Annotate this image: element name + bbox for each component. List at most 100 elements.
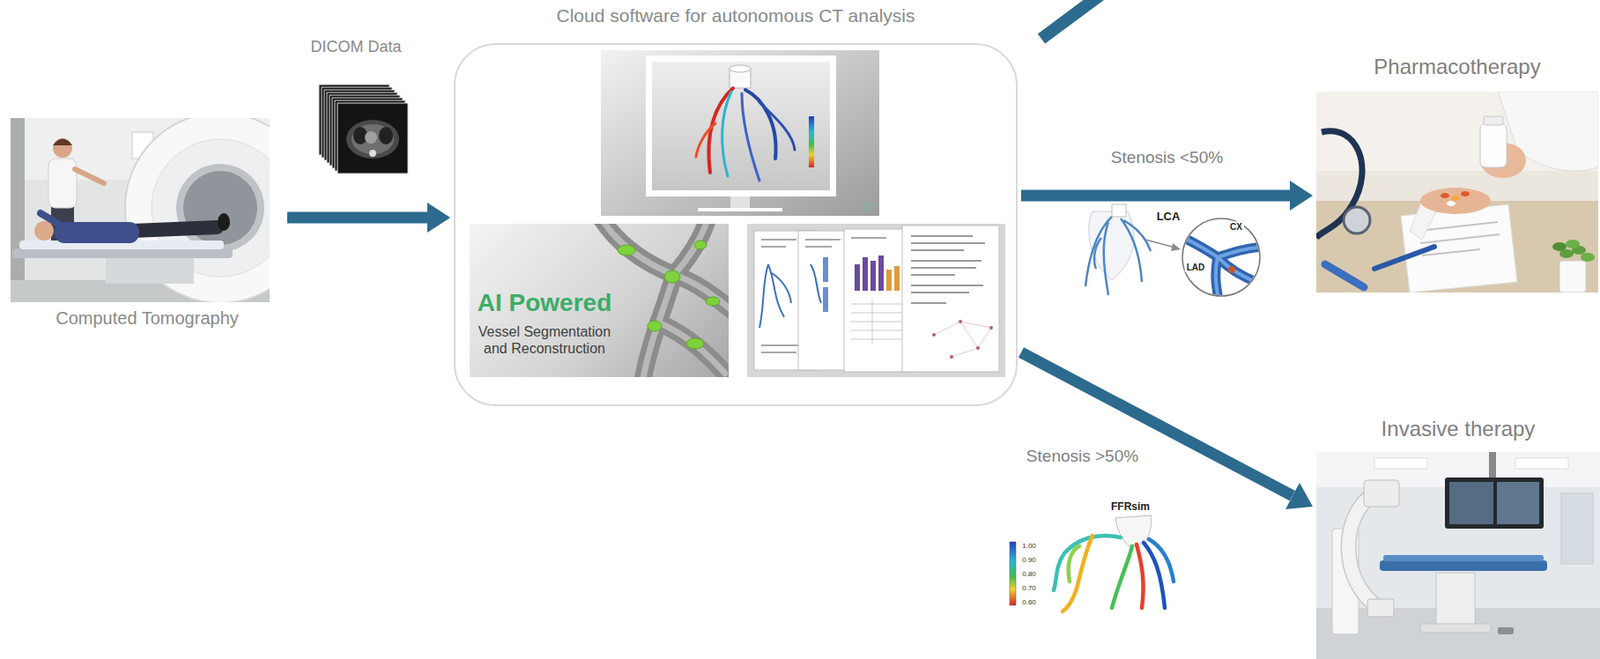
monitor-picture-part-part xyxy=(741,93,760,181)
plaque-mark xyxy=(705,296,720,306)
cath-lab-photo-part xyxy=(1515,458,1569,469)
lca-illustration-part-part xyxy=(1177,234,1264,304)
report-pages-part xyxy=(976,346,980,350)
ffr-illustration-part xyxy=(1115,515,1152,547)
node-heading: Pharmacotherapy xyxy=(1316,54,1599,80)
vessel-shape xyxy=(601,223,675,275)
report-pages-part xyxy=(933,321,992,357)
ffr-illustration-part-part xyxy=(1068,546,1080,582)
monitor-picture-part xyxy=(729,65,751,73)
monitor-picture-part-part xyxy=(708,88,734,173)
cath-lab-photo-part xyxy=(1348,493,1379,608)
cloud-software-box: Cloud software for autonomous CT analysi… xyxy=(453,43,1018,407)
report-pages-part xyxy=(932,333,936,337)
monitor-picture-part-part xyxy=(696,123,716,157)
report-pages-part xyxy=(862,257,868,291)
lca-illustration xyxy=(1085,204,1264,304)
pharmacotherapy-photo-part xyxy=(1460,191,1470,197)
panel-heading: AI Powered xyxy=(473,288,616,318)
panel-body: Vessel Segmentation and Reconstruction xyxy=(473,323,616,357)
cath-lab-photo-part xyxy=(1316,451,1600,659)
node-caption: Computed Tomography xyxy=(10,308,284,329)
report-pages-part xyxy=(805,239,841,247)
report-pages-part xyxy=(878,255,884,291)
pharmacotherapy-photo-part xyxy=(1565,239,1580,249)
monitor-picture-part xyxy=(651,61,830,191)
box-heading: Cloud software for autonomous CT analysi… xyxy=(455,5,1016,27)
lca-illustration-part xyxy=(1145,239,1176,248)
pharmacotherapy-photo-part xyxy=(1559,260,1586,293)
dicom-stack-part xyxy=(364,131,378,144)
ct-scanner-photo-part xyxy=(34,221,54,241)
vessel-shape xyxy=(674,274,729,312)
plaque-mark xyxy=(694,240,707,250)
pharmacotherapy-photo-part xyxy=(1325,264,1364,288)
cath-lab-photo-part xyxy=(1449,481,1494,525)
monitor-picture-part xyxy=(600,50,880,216)
monitor-picture-part xyxy=(696,88,795,181)
cath-lab-photo-part xyxy=(1420,623,1491,633)
ffr-illustration-part-part xyxy=(1111,546,1133,608)
scale-value: 0.80 xyxy=(1022,570,1037,579)
pharmacotherapy-node: Pharmacotherapy xyxy=(1316,54,1599,293)
ct-scanner-photo-part xyxy=(40,213,59,224)
report-pages-part xyxy=(851,237,887,239)
lca-illustration-part xyxy=(1111,204,1126,217)
pharmacotherapy-photo-part xyxy=(1316,200,1599,293)
cath-lab-photo-part xyxy=(1497,627,1514,635)
lca-illustration-part-part xyxy=(1228,266,1236,274)
ai-panel: AI PoweredVessel Segmentation and Recons… xyxy=(469,223,729,378)
dicom-stack-part xyxy=(378,126,393,145)
monitor-picture-part-part xyxy=(722,91,732,177)
pharmacotherapy-photo-part xyxy=(1483,116,1504,126)
ct-scanner-photo-part xyxy=(74,169,104,184)
cath-lab-photo-part xyxy=(1367,599,1394,617)
vessel-highlight xyxy=(674,274,729,312)
monitor-picture-part xyxy=(730,196,750,209)
plaque-mark xyxy=(664,270,681,283)
report-pages-part xyxy=(958,319,963,324)
data-label: DICOM Data xyxy=(310,38,401,57)
report-pages-part xyxy=(989,325,993,330)
pharmacotherapy-photo-part xyxy=(1420,187,1491,215)
vessel-highlight xyxy=(601,223,675,275)
vessel-shape xyxy=(674,223,708,275)
dicom-stack-part xyxy=(369,149,377,157)
monitor-picture-part xyxy=(645,55,837,197)
cath-lab-photo-part xyxy=(1374,458,1428,469)
cath-lab-photo-part xyxy=(1444,477,1544,529)
monitor-picture-part xyxy=(808,116,815,168)
pharmacotherapy-photo-part xyxy=(1451,195,1460,201)
report-pages-part xyxy=(870,260,876,291)
edge-label: Stenosis <50% xyxy=(1111,148,1223,168)
ct-scanner-photo-part xyxy=(54,222,140,244)
ffr-illustration-part xyxy=(1053,535,1174,612)
outgoing-arrow xyxy=(1041,0,1104,39)
vessel-label: LCA xyxy=(1156,210,1181,223)
cath-lab-photo-part xyxy=(1383,555,1544,562)
scale-value: 0.60 xyxy=(1022,599,1037,608)
scanner-node: Computed Tomography xyxy=(10,118,284,337)
report-pages-part xyxy=(894,266,900,291)
ffr-illustration-part-part xyxy=(1148,539,1174,582)
ffr-illustration-part-part xyxy=(1062,535,1093,612)
report-pages-part xyxy=(822,287,829,312)
cath-lab-photo xyxy=(1316,451,1600,659)
report-pages-part xyxy=(886,269,892,291)
report-pages-part xyxy=(854,264,860,291)
report-pages-part xyxy=(949,355,954,359)
lca-illustration-part xyxy=(1170,243,1181,252)
cath-lab-photo-part xyxy=(1488,451,1497,479)
lca-illustration-part xyxy=(1177,234,1264,304)
flow-arrow xyxy=(1021,190,1290,202)
ct-scanner-photo-part xyxy=(132,227,217,231)
ct-scanner-photo-part xyxy=(48,158,77,208)
ct-scanner-photo-part xyxy=(105,257,194,284)
report-pages-part xyxy=(851,299,906,344)
ct-scanner-photo-part xyxy=(10,118,25,303)
cath-lab-photo-part xyxy=(1363,480,1400,507)
dicom-stack-part xyxy=(351,124,394,155)
vessel-label: CX xyxy=(1228,222,1245,232)
